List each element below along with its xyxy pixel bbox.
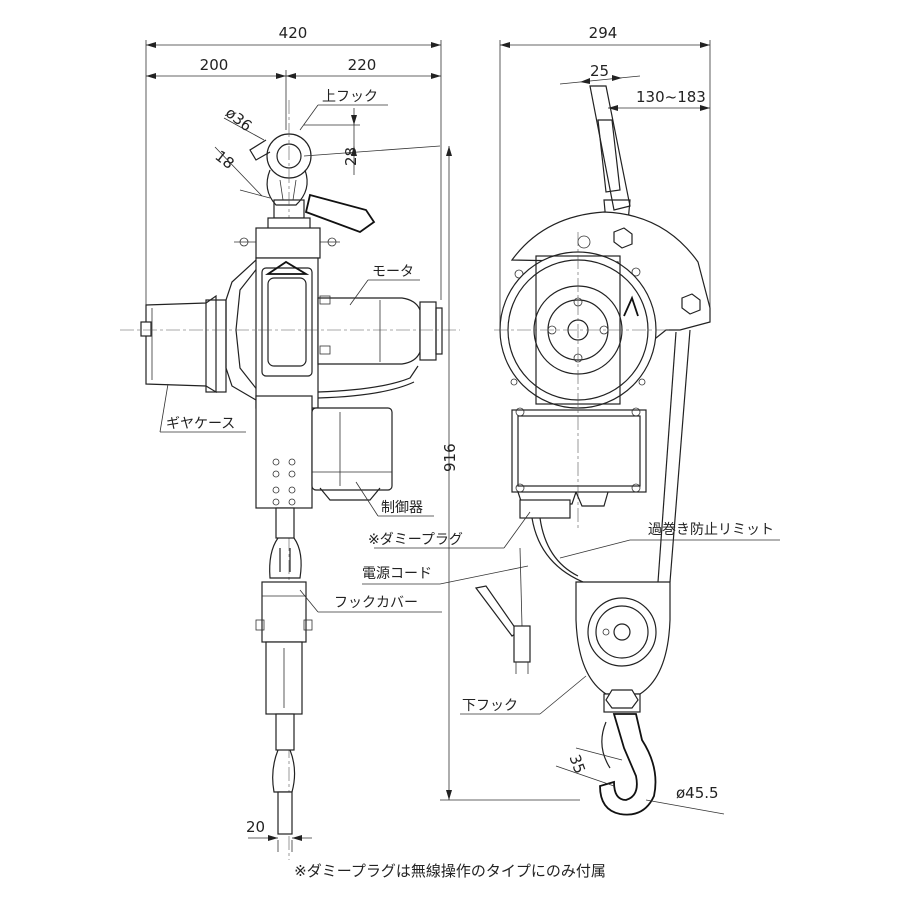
label-dummy-plug: ※ダミープラグ [368,532,463,548]
motor-callout: モータ [349,264,420,306]
label-power-cord: 電源コード [362,566,432,582]
power-plug [474,547,531,674]
dim-lower-hook-throat: 35 [565,752,588,776]
dim-cable-range: 130~183 [636,88,706,106]
label-hook-cover: フックカバー [334,595,418,611]
lower-hook-callout: 下フック [460,675,587,715]
lower-hook-side: 35 ø45.5 [555,581,725,816]
dim-lower-hook-dia: ø45.5 [676,784,719,802]
dim-top-hook-dia: ø36 [222,104,255,136]
body-bolts [272,458,296,506]
dim-top-hook-offset: 28 [342,147,360,166]
dim-side-width: 294 [589,24,618,42]
side-top-dimensions: 294 25 130~183 [499,24,711,330]
dim-total-width: 420 [279,24,308,42]
dim-bottom-width: 20 [246,818,265,836]
dim-left-width: 200 [200,56,229,74]
hoist-side-body [494,85,711,585]
dim-height: 916 [441,443,459,472]
upper-hook-front: ø36 18 28 上フック [212,89,441,860]
hook-cover-callout: フックカバー [299,589,442,613]
front-lower-assembly: 20 [246,507,313,852]
label-lower-hook: 下フック [462,698,518,714]
label-upper-hook: 上フック [322,89,378,105]
front-top-dimensions: 420 200 220 [145,24,442,330]
label-controller: 制御器 [381,500,423,516]
dim-top-hook-thick: 18 [212,147,238,173]
label-overwind-limit: 過巻き防止リミット [648,522,774,538]
dim-cable-width: 25 [590,62,609,80]
controller-callout: 制御器 [355,481,434,517]
hoist-front-body [120,217,460,509]
gear-case-callout: ギヤケース [159,383,246,433]
label-motor: モータ [372,264,414,280]
footnote: ※ダミープラグは無線操作のタイプにのみ付属 [294,862,606,880]
height-dimension: 916 [440,146,580,801]
side-callouts: ※ダミープラグ 過巻き防止リミット 電源コード [362,511,780,585]
dim-right-width: 220 [348,56,377,74]
label-gear-case: ギヤケース [166,416,235,432]
